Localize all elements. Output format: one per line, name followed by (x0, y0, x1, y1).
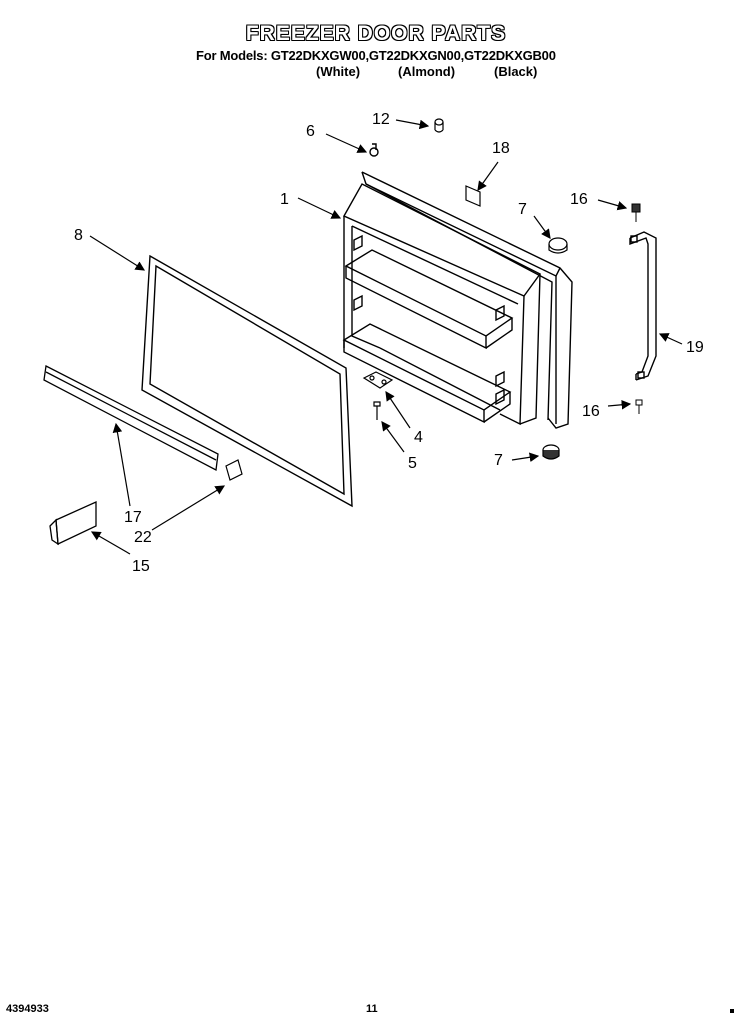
part-12-plug (434, 118, 444, 133)
callout-4: 4 (414, 429, 423, 446)
corner-mark (730, 1009, 734, 1013)
page-number: 11 (366, 1003, 378, 1015)
page-title: FREEZER DOOR PARTS (245, 22, 507, 45)
part-18-label (465, 185, 481, 207)
callout-12: 12 (372, 111, 390, 128)
part-16-top-screw (631, 203, 641, 222)
callout-16-top: 16 (570, 191, 588, 208)
color-white: (White) (316, 64, 361, 79)
part-number: 4394933 (6, 1003, 49, 1015)
callout-19: 19 (686, 339, 704, 356)
part-5-screw (373, 401, 381, 420)
callout-16-bottom: 16 (582, 403, 600, 420)
callout-15: 15 (132, 558, 150, 575)
callout-17: 17 (124, 509, 142, 526)
part-7-bottom-bushing (542, 444, 560, 460)
color-black: (Black) (494, 64, 538, 79)
callout-18: 18 (492, 140, 510, 157)
door-liner (342, 143, 573, 429)
part-22-clip (225, 459, 243, 481)
part-16-bottom-screw (635, 399, 643, 414)
callout-7-bottom: 7 (494, 452, 503, 469)
part-15-cover (49, 500, 97, 546)
callout-1: 1 (280, 191, 289, 208)
callout-22: 22 (134, 529, 152, 546)
color-almond: (Almond) (398, 64, 456, 79)
part-19-handle (629, 231, 657, 381)
part-4-hinge-plate (362, 371, 394, 389)
leader-lines (89, 119, 683, 555)
part-8-gasket (141, 254, 353, 508)
part-17-breaker-strip (43, 365, 219, 472)
models-line: For Models: GT22DKXGW00,GT22DKXGN00,GT22… (196, 48, 556, 63)
callout-8: 8 (74, 227, 83, 244)
callout-5: 5 (408, 455, 417, 472)
part-7-top-cap (548, 237, 568, 254)
callout-6: 6 (306, 123, 315, 140)
callout-7-top: 7 (518, 201, 527, 218)
